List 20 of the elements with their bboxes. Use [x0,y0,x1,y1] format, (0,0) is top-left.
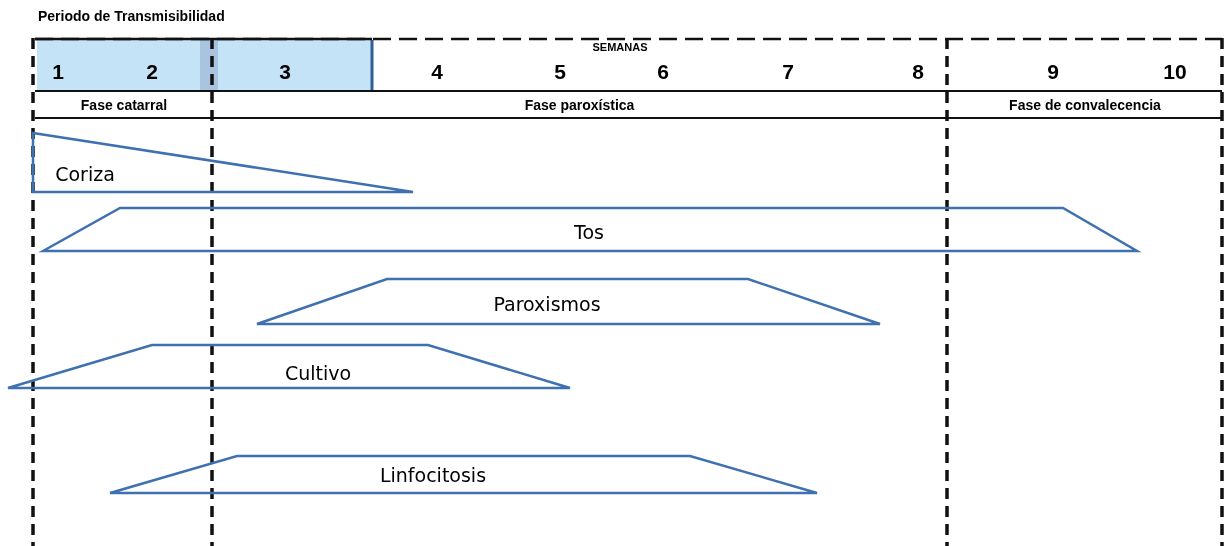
week-number: 1 [52,60,64,84]
symptom-label: Coriza [55,163,115,185]
axis-title: SEMANAS [592,41,648,53]
week-number: 8 [912,60,924,84]
week-number: 6 [657,60,669,84]
week-number: 3 [279,60,291,84]
week-number: 4 [431,60,443,84]
week-number: 7 [782,60,794,84]
diagram-title: Periodo de Transmisibilidad [38,8,225,24]
symptom-label: Tos [574,221,604,243]
week-number: 2 [146,60,158,84]
phase-label: Fase paroxística [524,96,635,113]
symptom-label: Paroxismos [493,293,601,315]
symptom-label: Linfocitosis [379,464,487,486]
week-number: 5 [554,60,566,84]
week-number: 9 [1047,60,1059,84]
symptom-label: Cultivo [284,362,352,384]
phase-label: Fase catarral [80,96,168,113]
phase-label: Fase de convalecencia [1009,96,1161,113]
week-number: 10 [1163,60,1187,84]
